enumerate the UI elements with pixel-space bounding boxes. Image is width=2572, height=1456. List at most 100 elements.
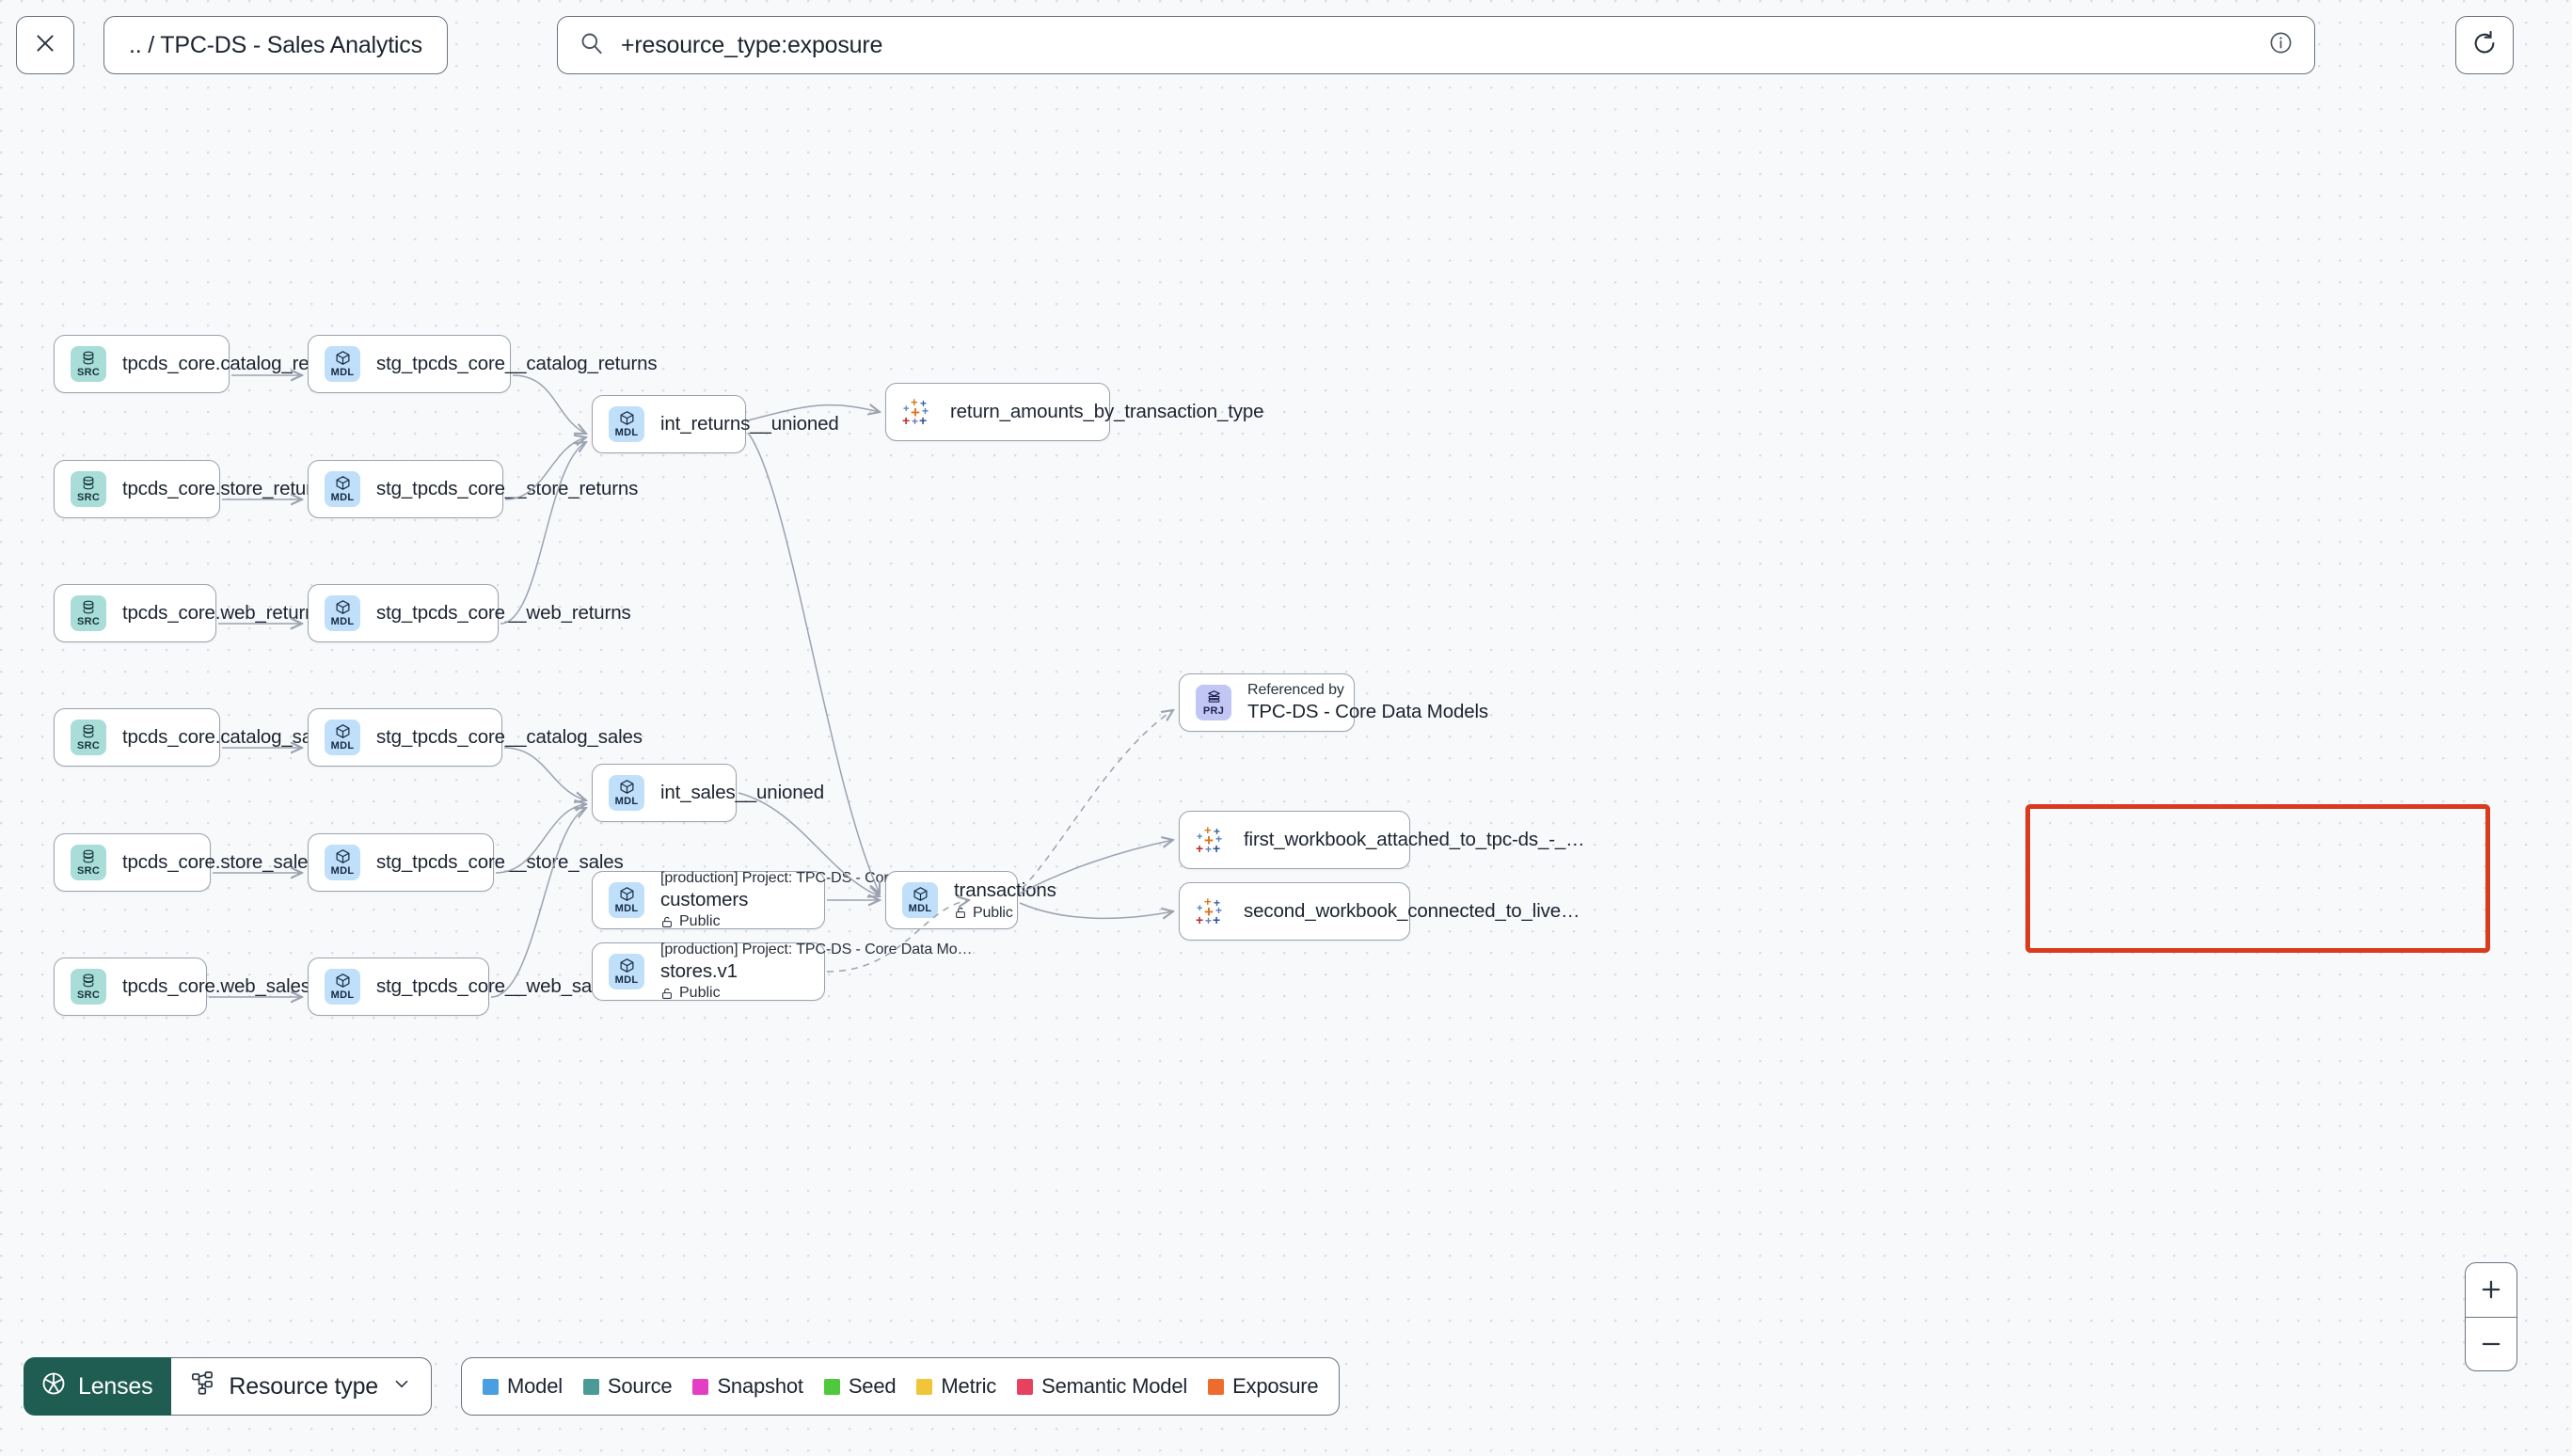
lenses-label: Lenses [78, 1372, 153, 1400]
node-label: stg_tpcds_core__catalog_returns [376, 353, 658, 374]
node-label: stg_tpcds_core__catalog_sales [376, 726, 643, 748]
source-badge: SRC [71, 346, 106, 382]
zoom-controls [2465, 1262, 2517, 1371]
node-label: stg_tpcds_core__web_sales [376, 975, 616, 997]
zoom-in-button[interactable] [2466, 1263, 2516, 1318]
node-access: Public [660, 985, 972, 1002]
legend-label: Model [507, 1374, 563, 1398]
search-input[interactable] [619, 30, 2184, 60]
zoom-out-button[interactable] [2466, 1318, 2516, 1371]
node-label: second_workbook_connected_to_live… [1244, 900, 1580, 922]
model-badge: MDL [609, 775, 644, 811]
source-badge: SRC [71, 595, 106, 631]
legend-label: Semantic Model [1041, 1374, 1188, 1398]
legend-swatch [1208, 1378, 1225, 1395]
legend-swatch [483, 1378, 499, 1395]
aperture-icon [40, 1370, 67, 1403]
node-label: stg_tpcds_core__web_returns [376, 602, 631, 624]
graph-node-first_workbook[interactable]: ++++++++ first_workbook_attached_to_tpc-d… [1179, 811, 1585, 869]
graph-node-src_store_returns[interactable]: SRC tpcds_core.store_returns [54, 460, 332, 518]
node-text: Referenced by TPC-DS - Core Data Models [1247, 682, 1488, 723]
legend-swatch [692, 1378, 709, 1395]
lenses-button[interactable]: Lenses [24, 1357, 172, 1416]
node-label: tpcds_core.catalog_sales [122, 726, 337, 748]
legend-item-snapshot[interactable]: Snapshot [692, 1374, 803, 1399]
legend-item-exposure[interactable]: Exposure [1208, 1374, 1319, 1399]
node-label: int_sales__unioned [660, 782, 824, 803]
node-label: tpcds_core.catalog_returns [122, 353, 352, 374]
legend-label: Source [607, 1374, 673, 1398]
legend-label: Snapshot [717, 1374, 803, 1398]
model-badge: MDL [325, 471, 360, 507]
node-access: Public [660, 913, 972, 930]
node-label: first_workbook_attached_to_tpc-ds_-_… [1244, 829, 1585, 850]
source-badge: SRC [71, 845, 106, 880]
graph-node-customers[interactable]: MDL [production] Project: TPC-DS - Core … [592, 870, 973, 929]
graph-node-referenced_by_project[interactable]: PRJ Referenced by TPC-DS - Core Data Mod… [1179, 673, 1488, 732]
graph-node-stg_catalog_sales[interactable]: MDL stg_tpcds_core__catalog_sales [308, 708, 643, 767]
legend-item-model[interactable]: Model [483, 1374, 563, 1399]
legend-label: Metric [941, 1374, 997, 1398]
resource-type-legend: Model Source Snapshot Seed Metric Semantic Mo… [461, 1357, 1341, 1416]
graph-node-src_catalog_sales[interactable]: SRC tpcds_core.catalog_sales [54, 708, 337, 767]
breadcrumb-label: .. / TPC-DS - Sales Analytics [129, 31, 422, 58]
graph-node-int_sales_unioned[interactable]: MDL int_sales__unioned [592, 764, 824, 822]
node-label: stg_tpcds_core__store_returns [376, 478, 639, 499]
legend-swatch [1017, 1378, 1034, 1395]
search-bar[interactable] [557, 16, 2315, 74]
model-badge: MDL [609, 406, 644, 442]
source-badge: SRC [71, 969, 106, 1005]
breadcrumb[interactable]: .. / TPC-DS - Sales Analytics [103, 16, 448, 74]
source-badge: SRC [71, 720, 106, 755]
model-badge: MDL [325, 595, 360, 631]
legend-item-metric[interactable]: Metric [916, 1374, 996, 1399]
legend-item-semantic-model[interactable]: Semantic Model [1017, 1374, 1187, 1399]
refresh-icon [2471, 30, 2498, 61]
node-label: transactions [954, 878, 1056, 901]
info-icon[interactable] [2268, 30, 2294, 60]
legend-swatch [823, 1378, 840, 1395]
bottom-toolbar: Lenses Resource type [24, 1357, 433, 1416]
node-label: tpcds_core.web_sales [122, 975, 310, 997]
refresh-button[interactable] [2455, 16, 2514, 74]
graph-node-src_web_sales[interactable]: SRC tpcds_core.web_sales [54, 957, 310, 1016]
legend-swatch [582, 1378, 599, 1395]
graph-node-stg_web_returns[interactable]: MDL stg_tpcds_core__web_returns [308, 584, 631, 642]
exposure-icon: ++++++++ [1196, 823, 1223, 856]
node-label: TPC-DS - Core Data Models [1247, 701, 1488, 722]
node-label: tpcds_core.store_sales [122, 851, 318, 873]
graph-node-transactions[interactable]: MDL transactions Public [885, 871, 1056, 929]
legend-item-source[interactable]: Source [582, 1374, 673, 1399]
graph-node-stg_store_returns[interactable]: MDL stg_tpcds_core__store_returns [308, 460, 638, 518]
close-button[interactable] [16, 16, 74, 74]
resource-type-dropdown[interactable]: Resource type [171, 1357, 433, 1416]
graph-node-second_workbook[interactable]: ++++++++ second_workbook_connected_to_liv… [1179, 882, 1580, 941]
node-meta: Referenced by [1247, 682, 1344, 698]
legend-label: Exposure [1232, 1374, 1319, 1398]
model-badge: MDL [902, 882, 938, 918]
node-label: tpcds_core.store_returns [122, 478, 333, 499]
graph-node-src_catalog_returns[interactable]: SRC tpcds_core.catalog_returns [54, 335, 352, 393]
legend-item-seed[interactable]: Seed [823, 1374, 897, 1399]
minus-icon [2482, 1342, 2501, 1345]
source-badge: SRC [71, 471, 106, 507]
legend-swatch [916, 1378, 933, 1395]
model-badge: MDL [325, 720, 360, 755]
node-meta: [production] Project: TPC-DS - Core Data… [660, 942, 973, 957]
graph-node-src_store_sales[interactable]: SRC tpcds_core.store_sales [54, 833, 318, 892]
search-icon [579, 30, 604, 60]
node-access: Public [954, 905, 1056, 922]
graph-node-return_amounts[interactable]: ++++++++return_amounts_by_transaction_ty… [885, 383, 1264, 441]
exposure-icon: ++++++++ [1196, 894, 1223, 927]
project-badge: PRJ [1196, 685, 1231, 720]
model-badge: MDL [609, 882, 644, 918]
plus-icon [2482, 1280, 2501, 1299]
node-text: transactions Public [954, 879, 1056, 922]
resource-type-label: Resource type [229, 1372, 379, 1400]
graph-node-stores_v1[interactable]: MDL [production] Project: TPC-DS - Core … [592, 942, 973, 1001]
